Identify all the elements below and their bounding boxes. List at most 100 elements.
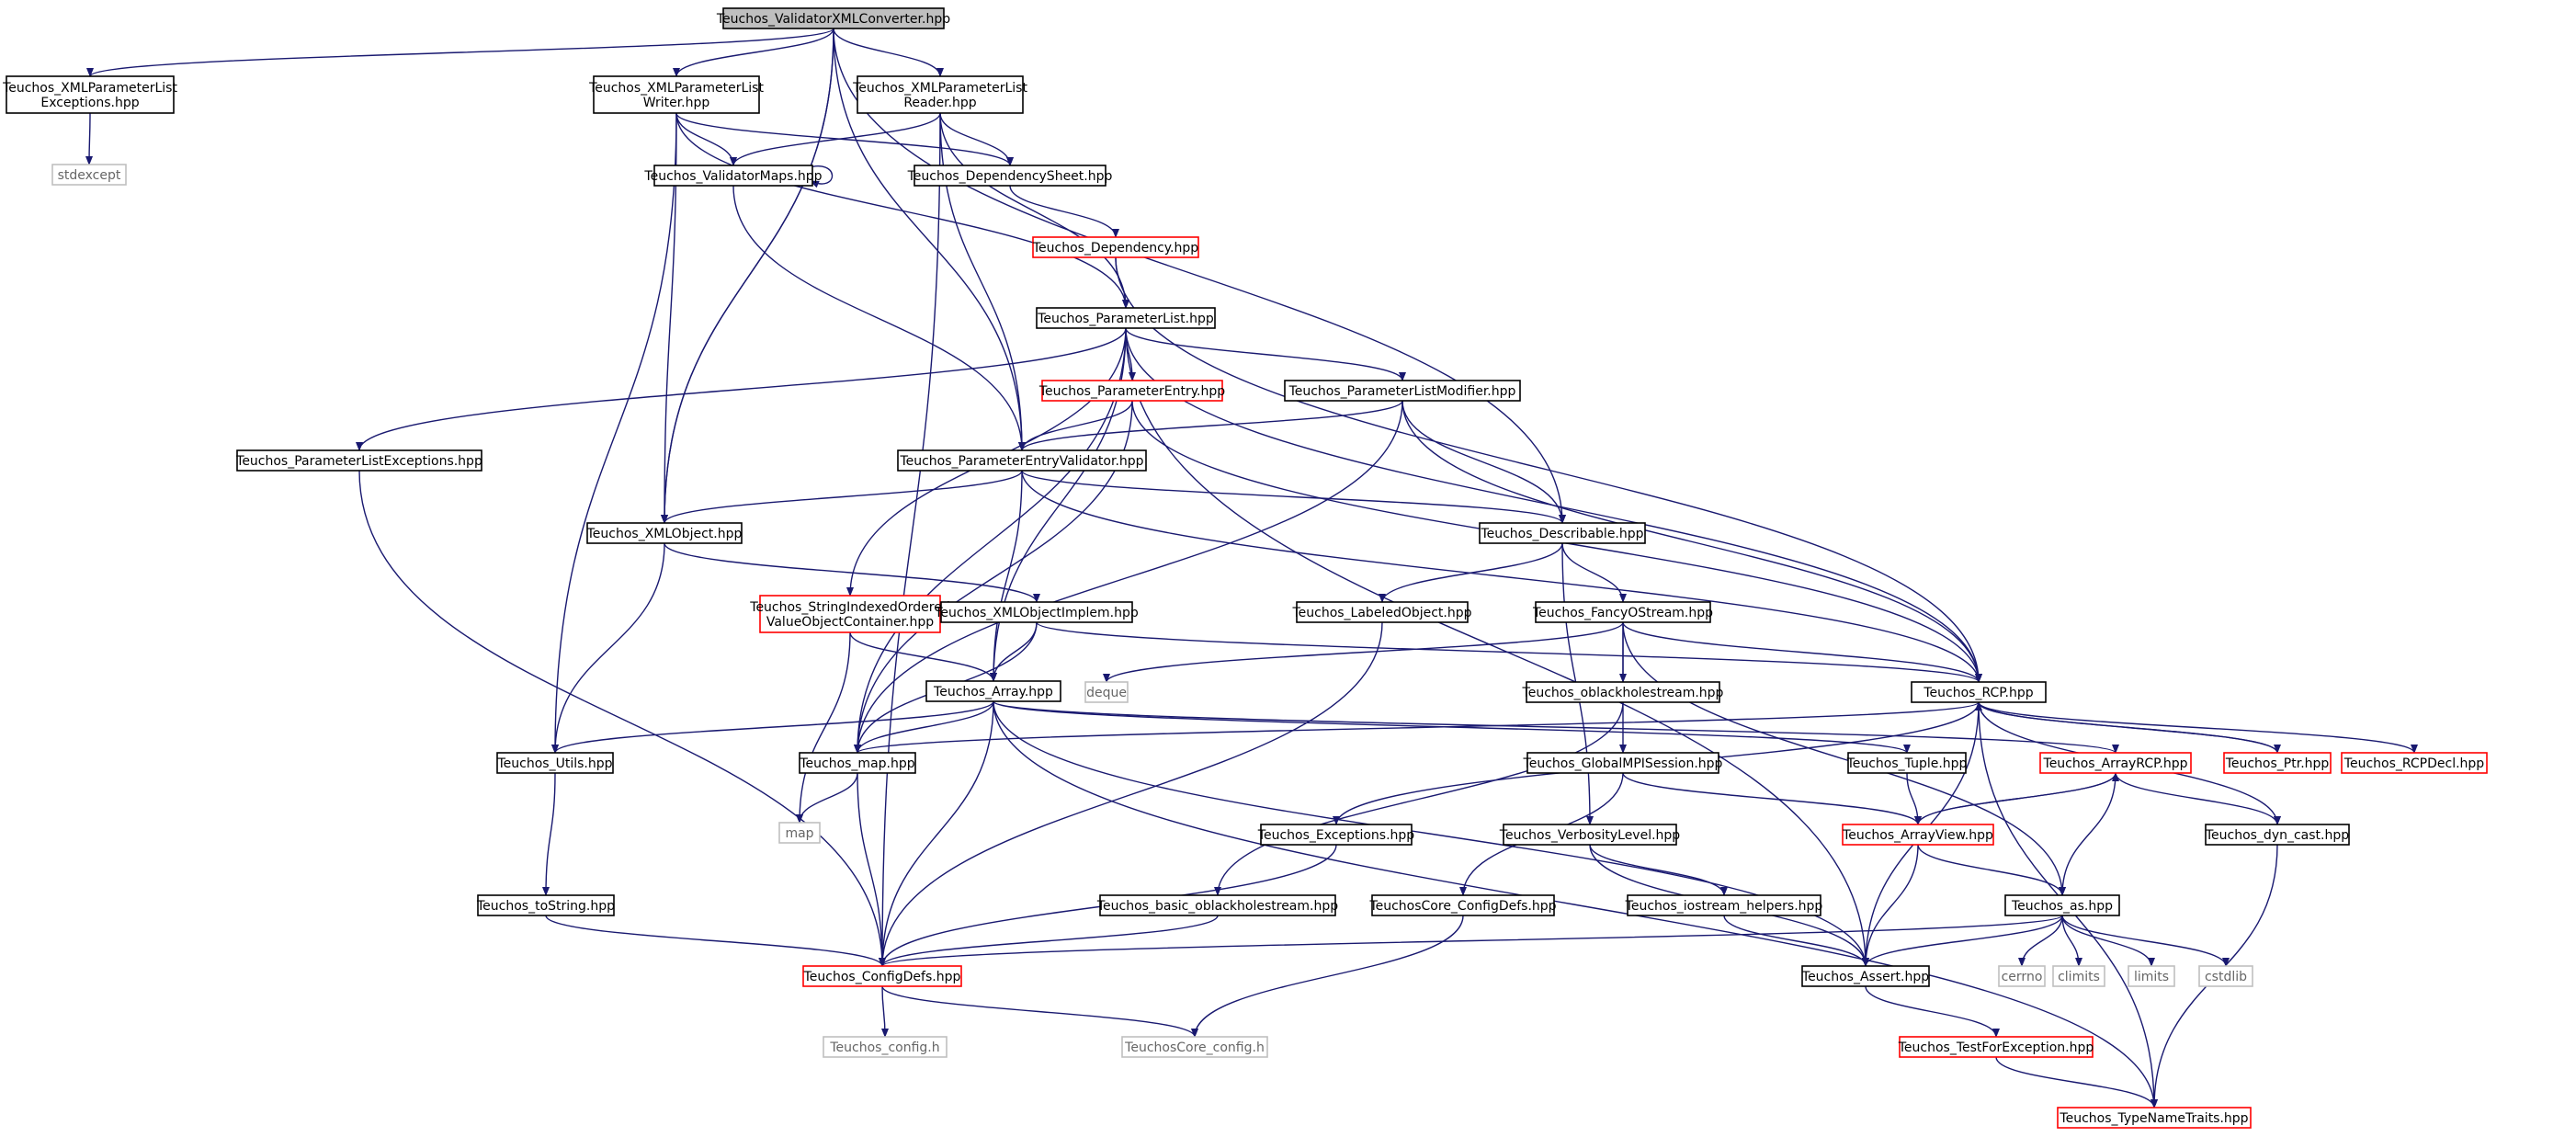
node-box-climits <box>2052 965 2105 987</box>
edge-validatormaps-to-validatormaps <box>806 165 834 188</box>
node-fancyostream[interactable]: Teuchos_FancyOStream.hpp <box>1532 601 1713 623</box>
edge-basicoblack-to-configdefs <box>879 915 1219 967</box>
node-label-labeledobject: Teuchos_LabeledObject.hpp <box>1291 606 1471 620</box>
node-arrayrcp[interactable]: Teuchos_ArrayRCP.hpp <box>2039 752 2192 774</box>
node-iostreamhelpers[interactable]: Teuchos_iostream_helpers.hpp <box>1625 894 1823 916</box>
node-coreconfigh[interactable]: TeuchosCore_config.h <box>1121 1036 1268 1058</box>
node-pevalidator[interactable]: Teuchos_ParameterEntryValidator.hpp <box>897 449 1147 472</box>
node-testforexc[interactable]: Teuchos_TestForException.hpp <box>1898 1036 2094 1058</box>
node-map[interactable]: Teuchos_map.hpp <box>799 752 916 774</box>
node-label-validatormaps: Teuchos_ValidatorMaps.hpp <box>643 169 822 184</box>
node-label-testforexc: Teuchos_TestForException.hpp <box>1898 1040 2094 1055</box>
edge-plmodifier-to-describable <box>1401 400 1566 524</box>
node-box-mapsys <box>778 822 821 844</box>
node-box-fancyostream <box>1535 601 1711 623</box>
edge-coreconfigdefs-to-coreconfigh <box>1191 915 1464 1038</box>
edge-describable-to-labeledobject <box>1379 542 1563 603</box>
node-xmlobject[interactable]: Teuchos_XMLObject.hpp <box>586 522 743 544</box>
node-label-assert: Teuchos_Assert.hpp <box>1801 970 1929 984</box>
edge-xmlobject-to-utils <box>551 542 665 754</box>
node-cerrno[interactable]: cerrno <box>1998 965 2046 987</box>
node-describable[interactable]: Teuchos_Describable.hpp <box>1479 522 1646 544</box>
node-globalmpi[interactable]: Teuchos_GlobalMPISession.hpp <box>1523 752 1723 774</box>
edge-fancyostream-to-deque <box>1103 621 1624 683</box>
node-label-rcp: Teuchos_RCP.hpp <box>1923 686 2033 700</box>
node-utils[interactable]: Teuchos_Utils.hpp <box>496 752 614 774</box>
node-box-testforexc <box>1899 1036 2094 1058</box>
node-configdefs[interactable]: Teuchos_ConfigDefs.hpp <box>802 965 962 987</box>
node-label-stringindexed: Teuchos_StringIndexedOrdered <box>749 600 949 615</box>
node-label-mapsys: map <box>785 826 813 841</box>
node-rcpdecl[interactable]: Teuchos_RCPDecl.hpp <box>2341 752 2488 774</box>
node-box-basicoblack <box>1099 894 1336 916</box>
node-plmodifier[interactable]: Teuchos_ParameterListModifier.hpp <box>1284 380 1521 402</box>
node-root[interactable]: Teuchos_ValidatorXMLConverter.hpp <box>716 7 950 29</box>
node-assert[interactable]: Teuchos_Assert.hpp <box>1801 965 1930 987</box>
node-label-basicoblack: Teuchos_basic_oblackholestream.hpp <box>1096 899 1338 914</box>
node-oblackhole[interactable]: Teuchos_oblackholestream.hpp <box>1522 681 1724 703</box>
node-as[interactable]: Teuchos_as.hpp <box>2004 894 2120 916</box>
node-label-paramlist: Teuchos_ParameterList.hpp <box>1037 312 1214 326</box>
node-exceptions[interactable]: Teuchos_Exceptions.hpp <box>1257 824 1414 846</box>
node-stringindexed[interactable]: Teuchos_StringIndexedOrderedValueObjectC… <box>749 595 950 633</box>
node-label-deque: deque <box>1086 686 1127 700</box>
edge-iostreamhelpers-to-assert <box>1723 915 1869 967</box>
node-paramlist[interactable]: Teuchos_ParameterList.hpp <box>1036 307 1216 329</box>
node-box-coreconfigdefs <box>1371 894 1555 916</box>
node-dyncast[interactable]: Teuchos_dyn_cast.hpp <box>2205 824 2350 846</box>
node-validatormaps[interactable]: Teuchos_ValidatorMaps.hpp <box>643 165 823 187</box>
edge-root-to-writer <box>673 28 834 77</box>
node-label-tostring: Teuchos_toString.hpp <box>476 899 615 914</box>
edge-writer-to-utils <box>551 112 677 754</box>
node-rcp[interactable]: Teuchos_RCP.hpp <box>1911 681 2047 703</box>
edge-pevalidator-to-xmlobject <box>661 470 1023 524</box>
node-box-rcp <box>1911 681 2047 703</box>
node-label-reader: Reader.hpp <box>903 96 976 110</box>
node-stdexcept[interactable]: stdexcept <box>51 164 127 186</box>
node-cstdlib[interactable]: cstdlib <box>2198 965 2253 987</box>
node-label-depsheet: Teuchos_DependencySheet.hpp <box>907 169 1113 184</box>
node-label-utils: Teuchos_Utils.hpp <box>497 756 613 771</box>
node-array[interactable]: Teuchos_Array.hpp <box>925 680 1061 702</box>
node-box-labeledobject <box>1296 601 1469 623</box>
edge-writer-to-xmlobject <box>661 112 677 524</box>
edge-verbosity-to-iostreamhelpers <box>1589 844 1728 896</box>
edge-reader-to-validatormaps <box>730 112 941 166</box>
node-ptr[interactable]: Teuchos_Ptr.hpp <box>2223 752 2332 774</box>
node-climits[interactable]: climits <box>2052 965 2105 987</box>
node-deque[interactable]: deque <box>1084 681 1129 703</box>
node-tostring[interactable]: Teuchos_toString.hpp <box>476 894 615 916</box>
edge-root-to-describable <box>833 28 1566 524</box>
node-box-assert <box>1801 965 1930 987</box>
node-paramentry[interactable]: Teuchos_ParameterEntry.hpp <box>1038 380 1225 402</box>
node-tuple[interactable]: Teuchos_Tuple.hpp <box>1846 752 1968 774</box>
edge-plexceptions-to-configdefs <box>358 470 886 967</box>
node-depsheet[interactable]: Teuchos_DependencySheet.hpp <box>907 165 1113 187</box>
node-box-writer <box>593 75 760 114</box>
node-box-xmlobject <box>586 522 743 544</box>
node-label-climits: climits <box>2058 970 2100 984</box>
edge-reader-to-depsheet <box>939 112 1014 166</box>
node-basicoblack[interactable]: Teuchos_basic_oblackholestream.hpp <box>1096 894 1338 916</box>
node-box-arrayrcp <box>2039 752 2192 774</box>
edge-arrayview-to-arrayrcp <box>1917 772 2119 825</box>
node-plexceptions[interactable]: Teuchos_ParameterListExceptions.hpp <box>235 449 482 472</box>
node-label-oblackhole: Teuchos_oblackholestream.hpp <box>1522 686 1724 700</box>
node-xmlobjimplem[interactable]: Teuchos_XMLObjectImplem.hpp <box>934 601 1139 623</box>
node-dependency[interactable]: Teuchos_Dependency.hpp <box>1032 236 1199 258</box>
node-verbosity[interactable]: Teuchos_VerbosityLevel.hpp <box>1499 824 1681 846</box>
node-typenametraits[interactable]: Teuchos_TypeNameTraits.hpp <box>2057 1107 2252 1129</box>
node-coreconfigdefs[interactable]: TeuchosCore_ConfigDefs.hpp <box>1368 894 1557 916</box>
edge-root-to-pevalidator <box>833 28 1026 451</box>
node-box-iostreamhelpers <box>1627 894 1821 916</box>
node-mapsys[interactable]: map <box>778 822 821 844</box>
node-limits[interactable]: limits <box>2128 965 2175 987</box>
edge-plmodifier-to-pevalidator <box>1018 400 1403 451</box>
node-labeledobject[interactable]: Teuchos_LabeledObject.hpp <box>1291 601 1472 623</box>
node-configh[interactable]: Teuchos_config.h <box>823 1036 948 1058</box>
node-arrayview[interactable]: Teuchos_ArrayView.hpp <box>1842 824 1994 846</box>
node-label-stdexcept: stdexcept <box>58 168 121 183</box>
